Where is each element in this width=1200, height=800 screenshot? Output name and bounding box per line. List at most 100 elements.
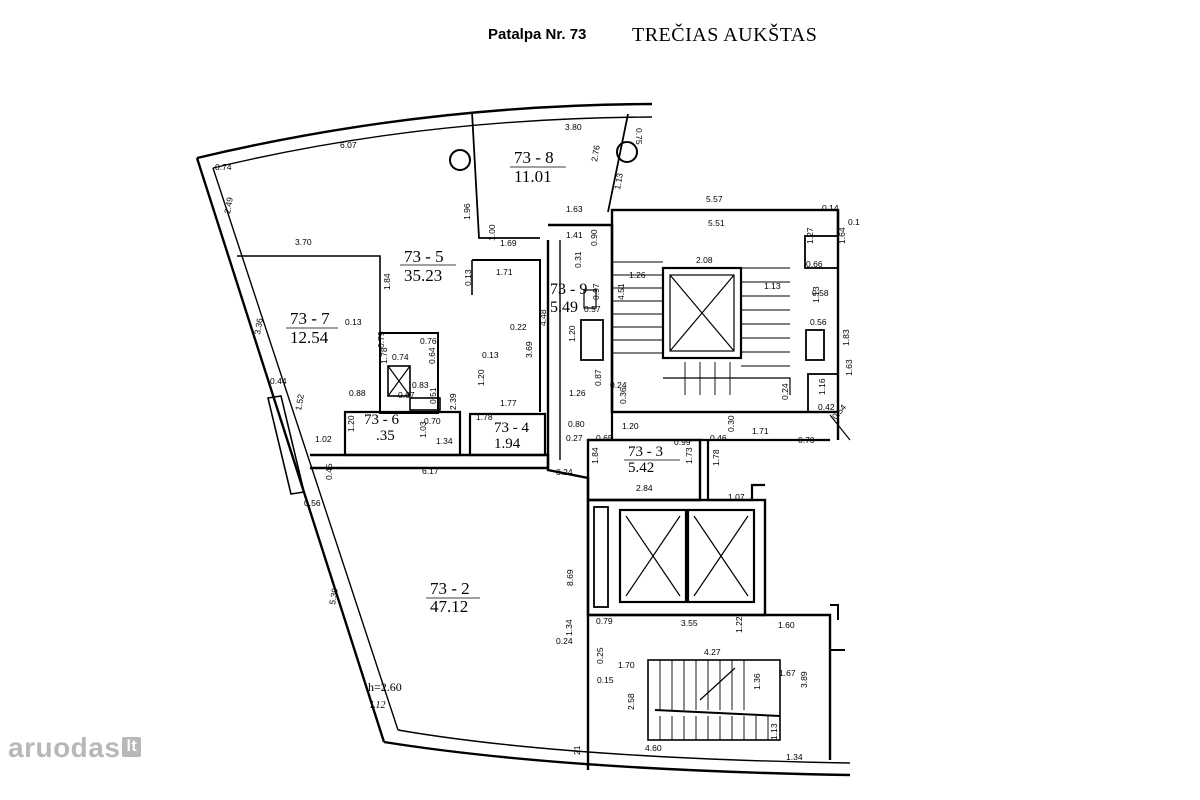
west-facade-wall <box>195 157 386 743</box>
lift-lower-2 <box>686 508 756 604</box>
lower-stair-core <box>647 659 781 741</box>
dimension-label: 1.20 <box>476 369 486 386</box>
lift-upper-inner <box>669 274 735 352</box>
dimension-label: 1.64 <box>837 227 847 244</box>
room-label-2-id: 73 - 2 <box>430 579 470 598</box>
partition-7-top <box>237 255 381 345</box>
dimension-label: 5.57 <box>706 194 723 204</box>
dimension-label: 0.90 <box>589 229 599 246</box>
room-6-box <box>343 410 462 457</box>
dimension-label: 1.73 <box>684 447 694 464</box>
lift-lower-1 <box>618 508 688 604</box>
dimension-label: 4.27 <box>704 647 721 657</box>
room-label-9-area: 5.49 <box>550 299 578 316</box>
dimension-label: 1.52 <box>293 393 306 411</box>
dimension-label: 0.87 <box>593 369 603 386</box>
dimension-label: 1.83 <box>841 329 851 346</box>
dimension-label: 1.20 <box>622 421 639 431</box>
duct-9-small <box>583 289 597 309</box>
dimension-label: 1.22 <box>734 616 744 633</box>
dimension-label: 1.13 <box>811 286 821 303</box>
dimension-label: 0.24 <box>610 380 627 390</box>
dimension-label: 1.63 <box>566 204 583 214</box>
dimension-label: 1.34 <box>564 619 574 636</box>
south-facade-wall-inner <box>397 729 851 764</box>
dimension-label: 3.55 <box>681 618 698 628</box>
dimension-label: 1.84 <box>382 273 392 290</box>
dimension-label: 0.30 <box>726 415 736 432</box>
room-label-5-id: 73 - 5 <box>404 247 444 266</box>
dimension-label: 2.49 <box>222 196 235 214</box>
stair-treads-upper-right <box>741 267 790 367</box>
room-label-6-id: 73 - 6 <box>364 412 399 428</box>
dimension-label: 1.70 <box>618 660 635 670</box>
north-facade-wall-inner <box>212 116 653 169</box>
room-label-3-area: 5.42 <box>628 460 654 476</box>
dimension-label: 1.20 <box>567 325 577 342</box>
room-label-7-id: 73 - 7 <box>290 309 330 328</box>
room-label-9-id: 73 - 9 <box>550 281 587 298</box>
dimension-label: 0.88 <box>349 388 366 398</box>
dimension-label: 4.48 <box>538 309 548 326</box>
dimension-label: 1.84 <box>590 447 600 464</box>
dimension-label: 0.74 <box>215 162 232 172</box>
dimension-label: 0.31 <box>573 251 583 268</box>
dimension-label: 0.79 <box>376 331 386 348</box>
floor-title: TREČIAS AUKŠTAS <box>632 24 818 46</box>
dimension-label: 0.75 <box>634 128 644 145</box>
room-label-2-area: 47.12 <box>430 597 468 616</box>
dimension-label: 1.69 <box>500 238 517 248</box>
dimension-label: 0.45 <box>324 463 334 480</box>
dimension-label: 4.51 <box>616 283 626 300</box>
dimension-label: 0.74 <box>392 352 409 362</box>
dimension-label: 0.57 <box>584 304 601 314</box>
dimension-label: 0.97 <box>591 283 601 300</box>
dimension-label: 3.80 <box>565 122 582 132</box>
dimension-label: 1.77 <box>500 398 517 408</box>
room-label-8-id: 73 - 8 <box>514 148 554 167</box>
dimension-label: 1.78 <box>711 449 721 466</box>
dimension-label: 0.14 <box>822 203 839 213</box>
dimension-label: 1.26 <box>569 388 586 398</box>
stair-arrow-lower <box>699 667 736 701</box>
dimension-label: 0.99 <box>674 437 691 447</box>
dimension-label: 0.1 <box>848 217 860 227</box>
dimension-label: 1.78 <box>476 412 493 422</box>
dimension-label: 1.13 <box>769 723 779 740</box>
dimension-label: 1.67 <box>779 668 796 678</box>
dimension-label: 0.22 <box>510 322 527 332</box>
upper-core <box>610 208 840 414</box>
dimension-label: 1.60 <box>778 620 795 630</box>
watermark-tld: lt <box>122 737 142 757</box>
dimension-label: 0.27 <box>566 433 583 443</box>
dimension-label: 0.25 <box>595 647 605 664</box>
property-number: Patalpa Nr. 73 <box>488 26 587 43</box>
dimension-label: 5.51 <box>708 218 725 228</box>
dimension-label: 0.67 <box>398 390 415 400</box>
dimension-label: 0.24 <box>556 467 573 477</box>
dimension-label: 0.56 <box>810 317 827 327</box>
central-wall <box>546 240 590 770</box>
dimension-label: 3.36 <box>252 317 265 335</box>
dimension-label: 0.66 <box>806 259 823 269</box>
dimension-label: 0.80 <box>568 419 585 429</box>
sink-counter <box>409 397 441 411</box>
room-8-wall-right <box>607 113 629 213</box>
dimension-label: 0.44 <box>270 376 287 386</box>
room-8-wall-left <box>471 111 540 239</box>
dimension-label: 1.07 <box>728 492 745 502</box>
dimension-label: 1.20 <box>346 415 356 432</box>
dimension-label: 1.71 <box>496 267 513 277</box>
dimension-label: 0.70 <box>798 435 815 445</box>
room-label-5-area: 35.23 <box>404 266 442 285</box>
dimension-label: 2.08 <box>696 255 713 265</box>
dimension-label: 0.46 <box>710 433 727 443</box>
duct-9 <box>580 319 604 361</box>
dimension-label: 0.15 <box>597 675 614 685</box>
dimension-label: 8.69 <box>565 569 575 586</box>
stair-treads-upper-left <box>612 261 663 354</box>
column-left <box>449 149 471 171</box>
west-facade-wall-inner <box>212 167 399 731</box>
dimension-label: 2.84 <box>636 483 653 493</box>
